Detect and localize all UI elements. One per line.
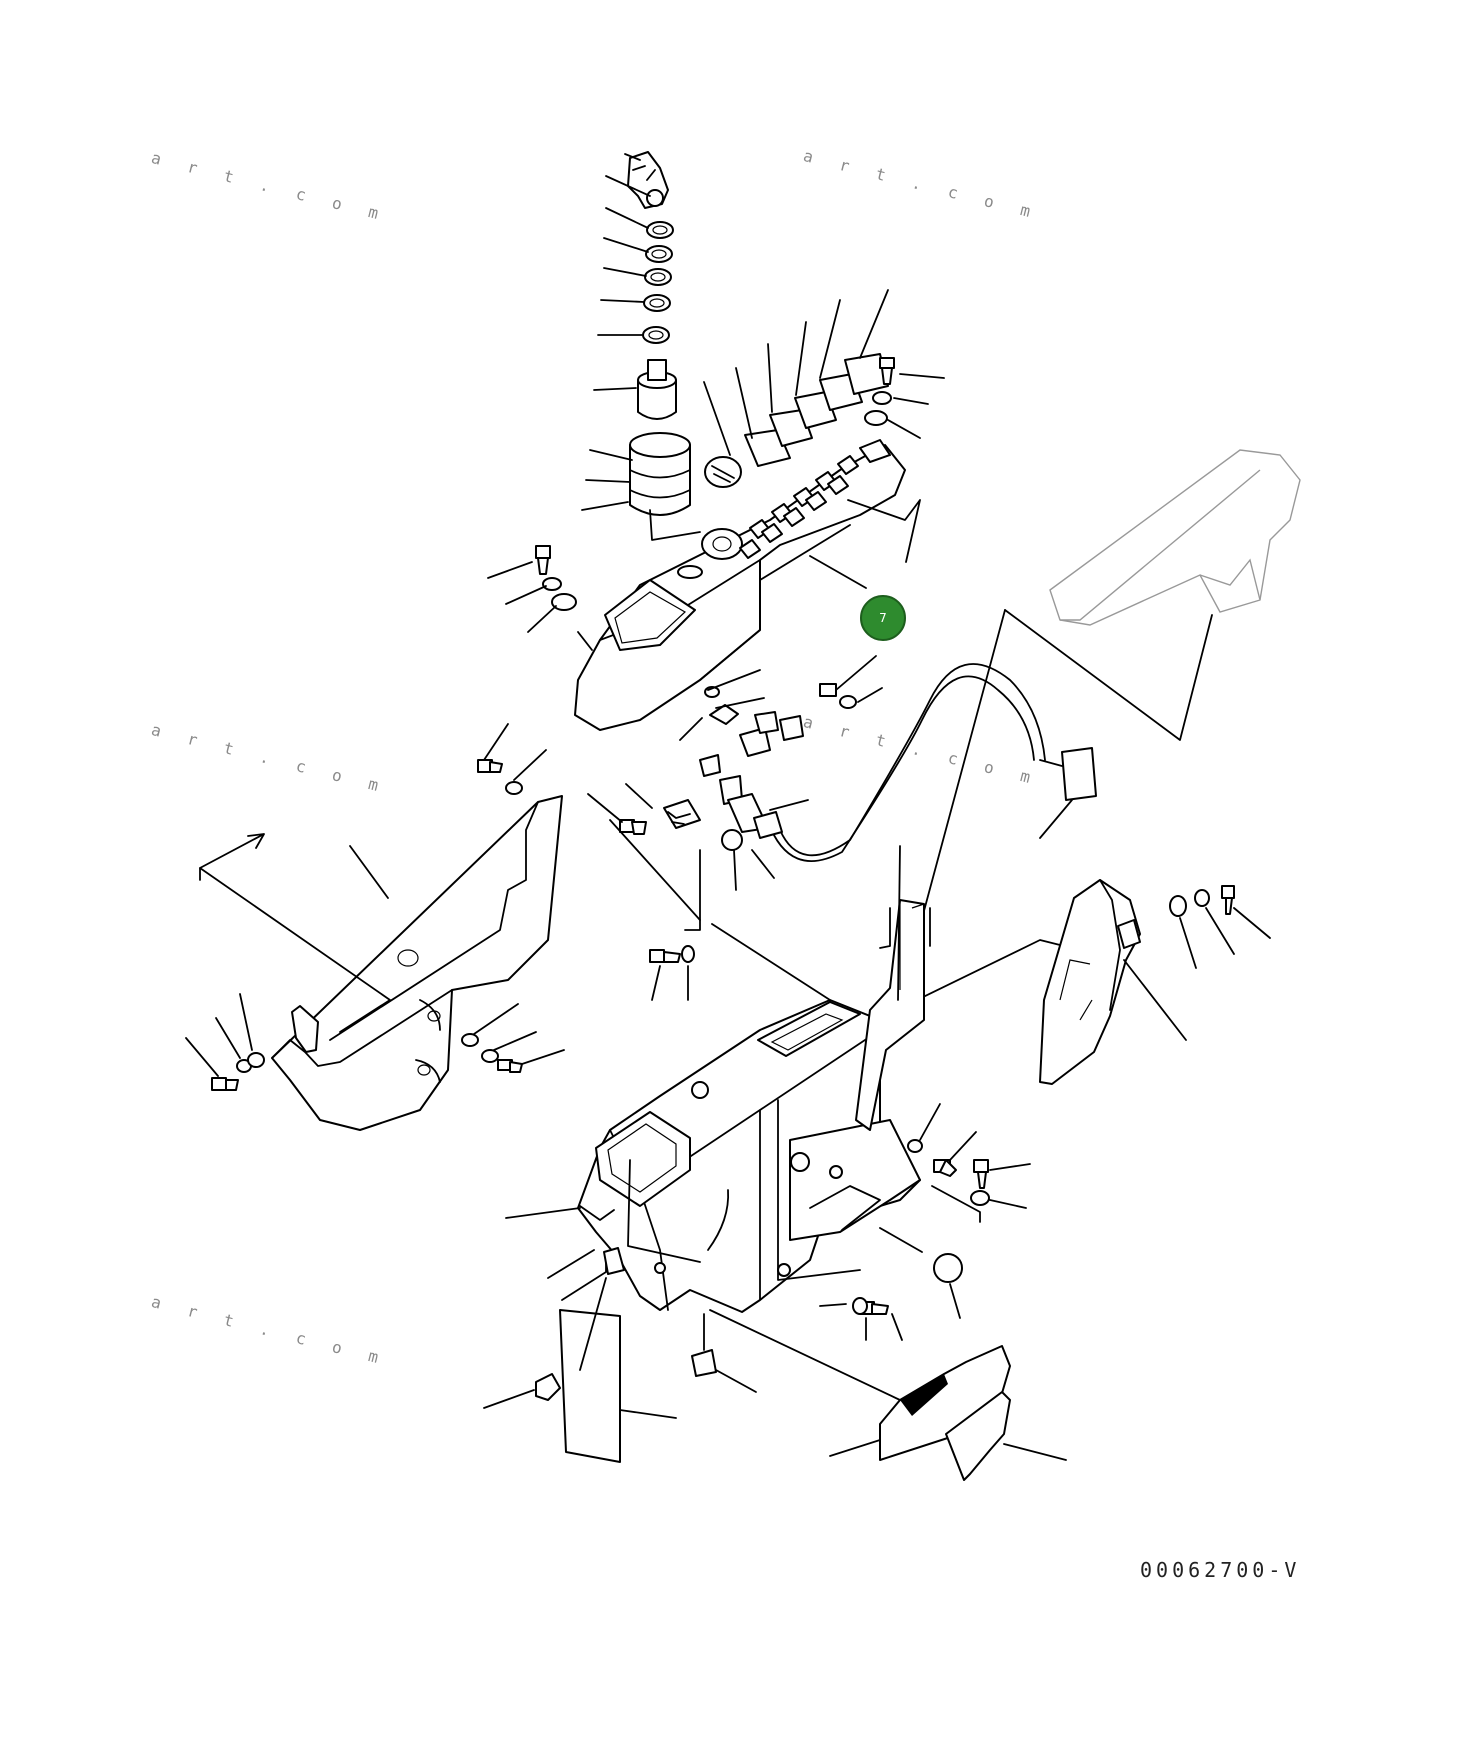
left-cover-fasteners <box>185 723 565 1091</box>
armrest <box>899 449 1301 1001</box>
middle-fasteners <box>649 945 695 1001</box>
bottom-lower-covers <box>483 1207 1067 1481</box>
upper-console-cover <box>574 439 921 731</box>
drawing-code-label: 00062700-V <box>1140 1558 1301 1582</box>
harness-small-parts <box>587 655 883 931</box>
upper-console-left-fasteners <box>487 545 593 651</box>
right-side-panel <box>1039 879 1271 1085</box>
leader-lines-key-switch <box>581 175 651 511</box>
lower-console-frame <box>577 845 931 1313</box>
rocker-switches <box>703 289 889 488</box>
console-top-fasteners <box>864 357 945 439</box>
left-side-cover <box>199 795 563 1131</box>
lower-right-parts <box>819 1103 1031 1341</box>
highlight-marker-badge[interactable]: 7 <box>860 595 906 641</box>
center-leader-lines <box>609 819 1121 1019</box>
key-switch-assembly <box>624 151 691 516</box>
wiring-harness <box>767 663 1097 862</box>
